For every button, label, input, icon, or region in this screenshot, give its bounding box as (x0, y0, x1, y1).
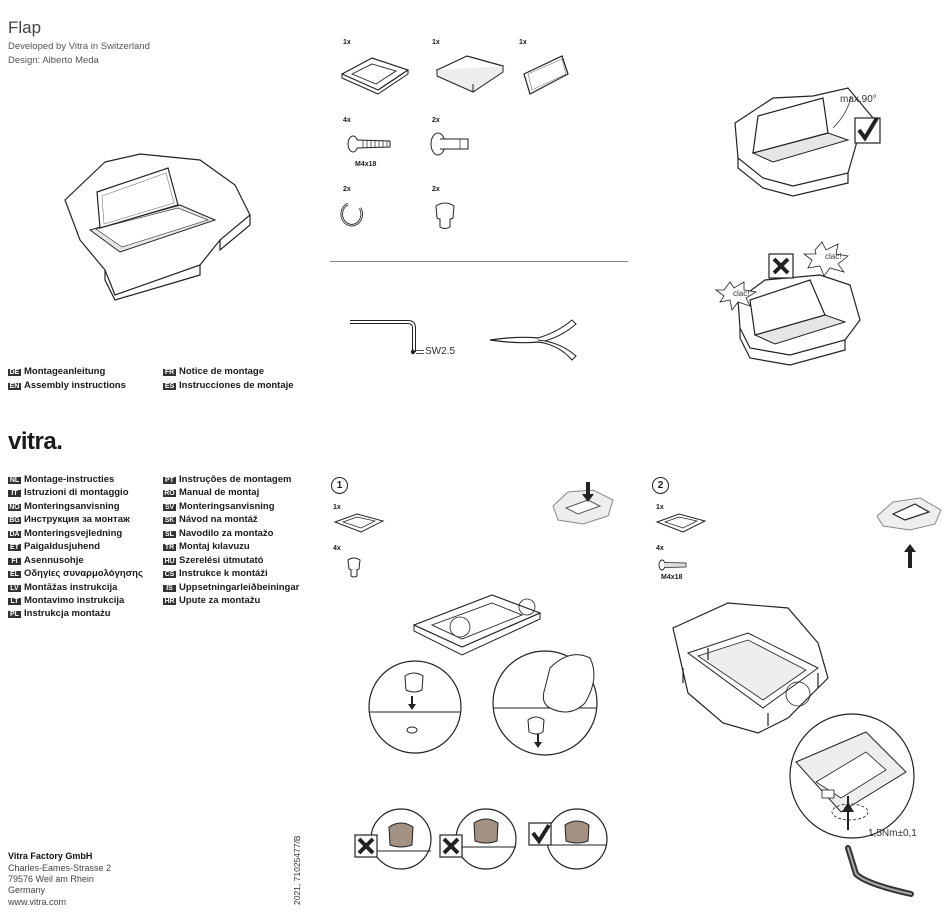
max-angle-illustration (734, 87, 881, 197)
qty-label: 4x (343, 117, 351, 124)
wrench-indicator-icon (410, 349, 424, 355)
address-city: 79576 Weil am Rhein (8, 874, 94, 884)
step2-underside-illustration (672, 602, 829, 734)
qty-label: 4x (333, 545, 341, 552)
wrench-size-label: SW2.5 (425, 346, 456, 357)
doc-number: 2021, 71025477/B (292, 835, 302, 905)
step2-frame-icon (655, 513, 707, 533)
max-angle-label: max.90° (840, 94, 877, 105)
qty-label: 2x (432, 117, 440, 124)
step2-overview-icon (876, 497, 942, 568)
address-company: Vitra Factory GmbH (8, 851, 93, 861)
address-street: Charles-Eames-Strasse 2 (8, 863, 112, 873)
qty-label: 1x (432, 39, 440, 46)
qty-label: 4x (656, 545, 664, 552)
qty-label: 2x (343, 186, 351, 193)
developed-by: Developed by Vitra in Switzerland (8, 41, 150, 52)
step1-overview-icon (552, 482, 614, 525)
vitra-logo: vitra. (8, 428, 63, 455)
step1-correct (528, 808, 608, 870)
qty-label: 2x (432, 186, 440, 193)
product-illustration (64, 153, 251, 301)
clac-label-1: clac! (825, 252, 842, 261)
clac-warning-illustration (714, 241, 861, 366)
designer: Design: Alberto Meda (8, 55, 99, 66)
qty-label: 1x (656, 504, 664, 511)
qty-label: 1x (343, 39, 351, 46)
step1-detail-buffer-circle (368, 660, 462, 754)
step1-frame-icon (333, 513, 385, 533)
step1-wrong-2 (439, 808, 517, 870)
step-1-number: 1 (331, 477, 348, 494)
frame-part-image (340, 57, 410, 95)
address-web: www.vitra.com (8, 897, 67, 907)
step2-screw-icon (658, 559, 687, 571)
lid-part-image (523, 55, 569, 95)
address-country: Germany (8, 885, 46, 895)
screw-part-image (347, 135, 391, 153)
buffer-part-image (435, 202, 455, 229)
step-2-number: 2 (652, 477, 669, 494)
screw-label: M4x18 (355, 161, 377, 168)
qty-label: 1x (519, 39, 527, 46)
step2-detail-circle (789, 713, 915, 897)
step1-wrong-1 (354, 808, 432, 870)
clac-label-2: clac! (733, 289, 750, 298)
torque-label: 1,5Nm±0,1 (868, 828, 917, 839)
divider (330, 261, 628, 262)
tray-part-image (435, 55, 505, 93)
product-title: Flap (8, 18, 42, 37)
qty-label: 1x (333, 504, 341, 511)
allen-key-image (350, 320, 416, 352)
step2-screw-label: M4x18 (661, 574, 683, 581)
step1-detail-hand-circle (492, 650, 598, 756)
circlip-pliers-image (489, 319, 577, 361)
pin-part-image (430, 132, 469, 156)
ring-part-image (340, 202, 363, 227)
step1-frame-illustration (412, 594, 542, 656)
step1-buffer-icon (347, 557, 361, 578)
